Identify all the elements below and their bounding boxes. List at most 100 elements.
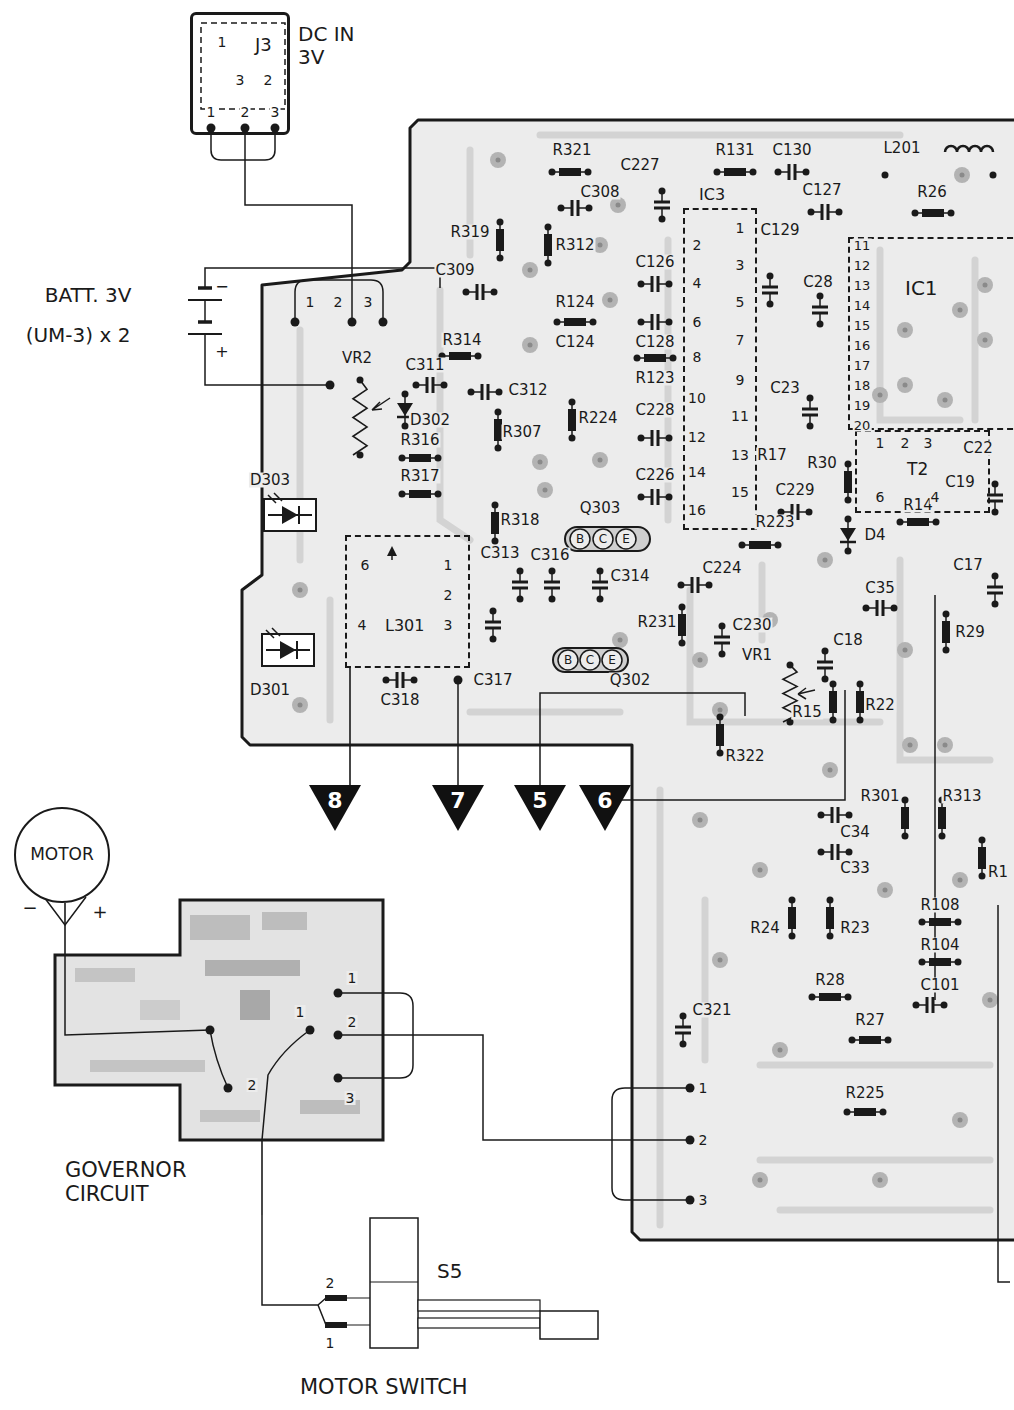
plates <box>477 284 483 300</box>
part-label: C311 <box>404 358 445 373</box>
diode-body <box>840 528 856 541</box>
part-label: 2 <box>240 105 251 119</box>
part-label: + <box>91 903 108 921</box>
plates <box>592 582 608 588</box>
node-label: S5 <box>437 1260 462 1283</box>
solder-pad <box>937 737 953 753</box>
wire <box>338 1035 690 1140</box>
solder-pad <box>292 697 308 713</box>
solder-dot <box>882 172 889 179</box>
resistor-body <box>844 471 852 493</box>
copper-area <box>75 968 135 982</box>
part-label: 1 <box>206 105 217 119</box>
part-label: 2 <box>347 1015 358 1029</box>
part-label: 3 <box>443 618 454 632</box>
copper-area <box>190 915 250 940</box>
node-label: IC3 <box>699 186 725 204</box>
part-label: C321 <box>691 1003 732 1018</box>
part-label: R223 <box>754 515 795 530</box>
pad-hole <box>543 488 548 493</box>
part-label: C224 <box>701 561 742 576</box>
solder-dot <box>844 1109 851 1116</box>
solder-dot <box>717 714 724 721</box>
solder-dot <box>822 676 829 683</box>
pad-hole <box>718 708 723 713</box>
part-label: C129 <box>759 223 800 238</box>
wire <box>211 131 275 160</box>
part-label: 11 <box>853 239 872 252</box>
pad-hole <box>618 638 623 643</box>
part-label: 6 <box>692 315 703 329</box>
copper-area <box>240 990 270 1020</box>
capacitor-symbol <box>863 600 898 616</box>
solder-pad <box>532 454 548 470</box>
resistor-body <box>907 518 929 526</box>
capacitor-symbol <box>817 648 833 683</box>
part-label: 19 <box>853 399 872 412</box>
solder-dot <box>836 209 843 216</box>
resistor-body <box>568 409 576 431</box>
capacitor-symbol <box>512 568 528 603</box>
solder-dot <box>979 873 986 880</box>
capacitor-symbol <box>544 568 560 603</box>
part-label: C18 <box>832 633 864 648</box>
plates <box>789 164 795 180</box>
part-label: 1 <box>295 1005 306 1019</box>
part-label: C128 <box>634 335 675 350</box>
resistor-symbol <box>678 604 686 647</box>
solder-dot <box>880 1109 887 1116</box>
plates <box>652 489 658 505</box>
part-label: D302 <box>409 413 451 428</box>
part-label: D301 <box>249 683 291 698</box>
solder-dot <box>666 435 673 442</box>
part-label: 3 <box>345 1091 356 1105</box>
solder-dot <box>845 497 852 504</box>
solder-dot <box>549 169 556 176</box>
solder-dot <box>845 994 852 1001</box>
pad-hole <box>298 588 303 593</box>
resistor-body <box>819 993 841 1001</box>
capacitor-symbol <box>802 395 818 430</box>
solder-dot <box>822 648 829 655</box>
resistor-body <box>829 691 837 713</box>
led-outline <box>264 499 316 531</box>
resistor-symbol <box>809 993 852 1001</box>
resistor-symbol <box>829 681 837 724</box>
solder-dot <box>939 833 946 840</box>
solder-dot <box>992 601 999 608</box>
solder-dot <box>357 377 364 384</box>
pad-hole <box>908 743 913 748</box>
lead <box>471 391 499 393</box>
solder-pad <box>952 872 968 888</box>
resistor-body <box>788 907 796 929</box>
solder-dot <box>634 355 641 362</box>
solder-dot <box>979 837 986 844</box>
part-label: 13 <box>853 279 872 292</box>
solder-dot <box>597 596 604 603</box>
solder-pad <box>612 632 628 648</box>
plates <box>512 582 528 588</box>
part-label: 3 <box>923 436 934 450</box>
solder-dot <box>638 494 645 501</box>
wiper-arrow <box>387 546 397 556</box>
solder-dot <box>803 169 810 176</box>
pad-hole <box>496 158 501 163</box>
resistor-body <box>449 352 471 360</box>
wire <box>205 268 440 288</box>
solder-dot <box>750 169 757 176</box>
switch-pin <box>325 1295 347 1301</box>
resistor-symbol <box>912 209 955 217</box>
part-label: R317 <box>399 469 440 484</box>
diode-bar <box>840 541 856 544</box>
solder-dot <box>686 1196 695 1205</box>
part-label: 2 <box>698 1133 709 1147</box>
part-label: R23 <box>839 921 871 936</box>
plates <box>572 200 578 216</box>
solder-dot <box>807 395 814 402</box>
resistor-symbol <box>544 224 552 267</box>
part-label: R123 <box>634 371 675 386</box>
solder-pad <box>877 882 893 898</box>
pad-hole <box>598 243 603 248</box>
part-label: 14 <box>687 465 707 479</box>
